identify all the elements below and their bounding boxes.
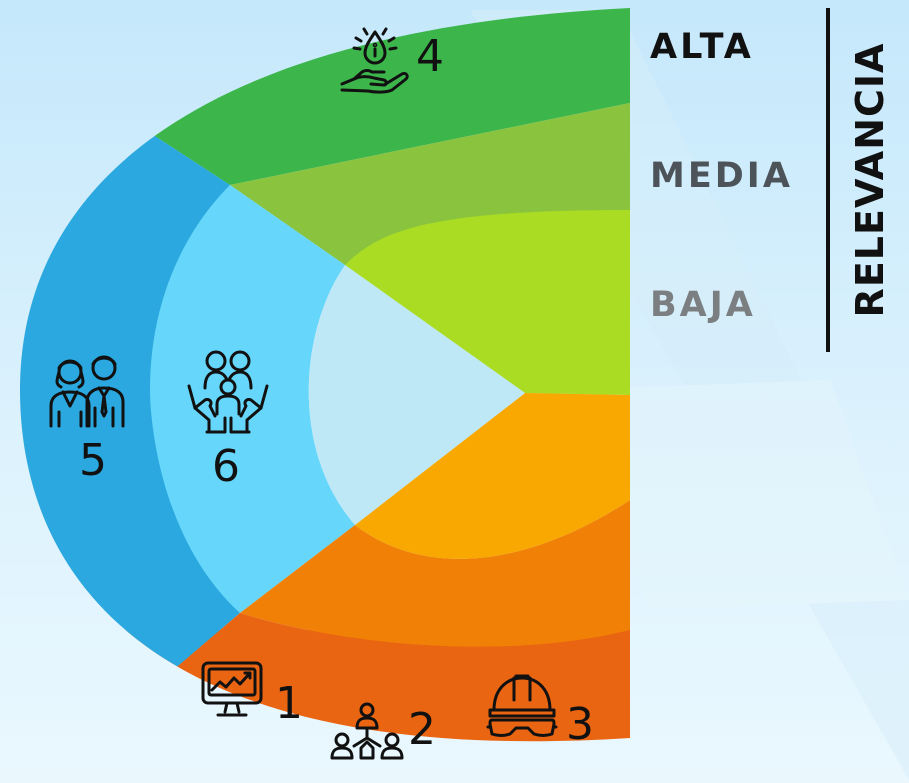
inner-green-segment	[345, 210, 630, 395]
center-area	[308, 265, 525, 525]
middle-orange-segment	[240, 500, 630, 647]
item-5-number: 5	[79, 435, 107, 486]
relevance-title: RELEVANCIA	[848, 42, 892, 318]
outer-orange-wedge	[150, 613, 630, 700]
inner-orange-segment	[355, 393, 630, 559]
level-label-medium: MEDIA	[650, 156, 793, 196]
middle-blue-segment	[150, 185, 355, 613]
outer-blue-segment	[20, 100, 240, 700]
item-3-number: 3	[566, 699, 594, 750]
middle-green-segment	[230, 103, 630, 265]
item-6-number: 6	[212, 441, 240, 492]
employees-icon	[49, 355, 125, 428]
level-label-high: ALTA	[650, 27, 754, 67]
team-network-icon	[330, 702, 404, 760]
level-label-low: BAJA	[650, 285, 756, 325]
item-4-number: 4	[416, 31, 444, 82]
divider-line	[826, 8, 830, 352]
item-1-number: 1	[275, 678, 303, 729]
water-drop-hand-icon	[340, 27, 409, 94]
family-protection-icon	[187, 350, 269, 434]
item-2-number: 2	[408, 704, 436, 755]
monitor-chart-icon	[201, 661, 263, 717]
safety-helmet-goggles-icon	[486, 674, 558, 737]
